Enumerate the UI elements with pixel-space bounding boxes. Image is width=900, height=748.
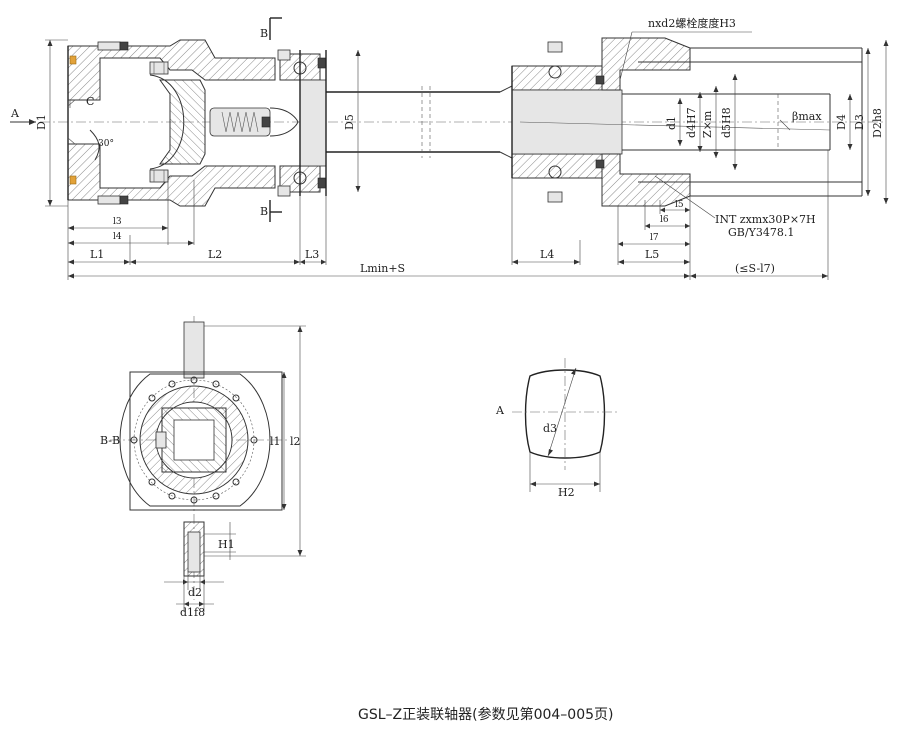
label-d5H8: d5H8 bbox=[720, 107, 733, 138]
left-flange-yoke bbox=[67, 39, 276, 207]
label-H1: H1 bbox=[218, 538, 235, 551]
label-l5: l5 bbox=[675, 200, 684, 210]
main-view: B B A C 30° D1 D5 D2h8 D3 D4 d1 d4H7 Z×m… bbox=[10, 16, 889, 280]
label-B-top: B bbox=[260, 27, 268, 40]
label-l7: l7 bbox=[650, 233, 659, 243]
label-D3: D3 bbox=[853, 114, 866, 130]
dimensions bbox=[10, 17, 889, 280]
label-Lmin: Lmin+S bbox=[360, 262, 405, 275]
label-B-bottom: B bbox=[260, 205, 268, 218]
main-labels: B B A C 30° D1 D5 D2h8 D3 D4 d1 d4H7 Z×m… bbox=[10, 16, 884, 275]
label-chamfer-C: C bbox=[86, 95, 94, 108]
label-D5: D5 bbox=[343, 114, 356, 130]
label-l3: l3 bbox=[113, 217, 122, 227]
label-L5: L5 bbox=[645, 248, 659, 261]
label-angle: 30° bbox=[98, 139, 114, 149]
intermediate-shaft bbox=[326, 85, 513, 159]
bolt-holes bbox=[130, 376, 258, 504]
label-Zxm: Z×m bbox=[701, 110, 714, 138]
label-L3: L3 bbox=[305, 248, 319, 261]
label-d2: d2 bbox=[188, 586, 202, 599]
label-detail-A: A bbox=[495, 404, 505, 417]
label-beta-max: βmax bbox=[792, 110, 822, 123]
label-spline-2: GB/Y3478.1 bbox=[728, 226, 794, 239]
label-bolt-note: nxd2螺栓度度H3 bbox=[648, 16, 736, 30]
label-spline-1: INT zxmx30P×7H bbox=[715, 213, 816, 226]
label-d1f8: d1f8 bbox=[180, 606, 205, 619]
drawing-caption: GSL–Z正装联轴器(参数见第004–005页) bbox=[358, 706, 614, 723]
label-D1: D1 bbox=[35, 114, 48, 130]
label-D4: D4 bbox=[835, 114, 848, 130]
label-L1: L1 bbox=[90, 248, 104, 261]
label-l4: l4 bbox=[113, 232, 122, 242]
label-d1: d1 bbox=[665, 116, 678, 130]
label-d3: d3 bbox=[543, 422, 557, 435]
right-flange-yoke bbox=[511, 37, 863, 207]
label-L2: L2 bbox=[208, 248, 222, 261]
label-l6: l6 bbox=[660, 215, 669, 225]
label-L4: L4 bbox=[540, 248, 554, 261]
middle-flange bbox=[277, 49, 327, 197]
label-section-title: B-B bbox=[100, 434, 120, 447]
label-D2h8: D2h8 bbox=[871, 108, 884, 138]
label-l1: l1 bbox=[270, 435, 281, 448]
cross-spider bbox=[149, 61, 299, 183]
detail-view-a: A d3 H2 bbox=[495, 358, 620, 499]
label-d4H7: d4H7 bbox=[685, 107, 698, 138]
label-H2: H2 bbox=[558, 486, 575, 499]
label-l2: l2 bbox=[290, 435, 301, 448]
section-view-bb: B-B l1 l2 H1 d2 d1f8 bbox=[100, 316, 306, 619]
label-range: (≤S-l7) bbox=[735, 262, 775, 275]
label-view-A: A bbox=[10, 107, 20, 120]
